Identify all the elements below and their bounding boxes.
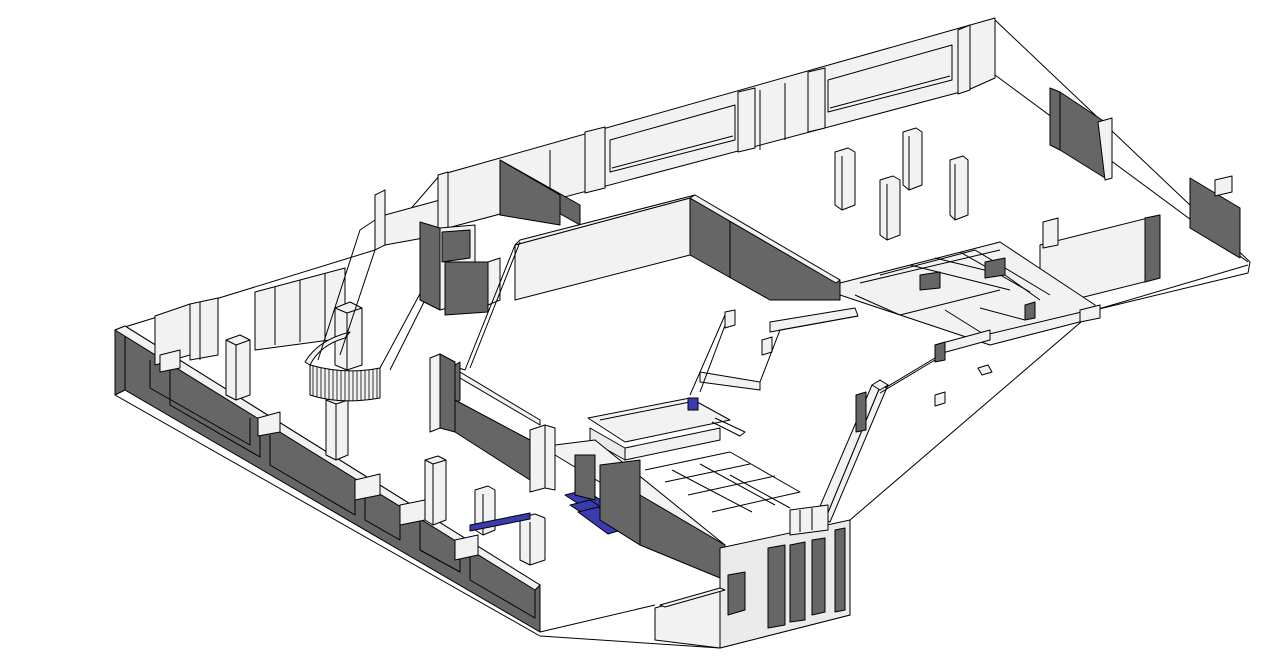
door-vestibule bbox=[419, 221, 501, 316]
wall-panels-right bbox=[1049, 87, 1241, 259]
columns-left bbox=[225, 301, 546, 566]
exterior-wall-back bbox=[437, 17, 996, 239]
basement-block bbox=[539, 439, 851, 649]
central-core-walls bbox=[429, 194, 841, 493]
columns-right bbox=[834, 127, 993, 407]
service-rooms-right bbox=[839, 214, 1161, 363]
floor-grid-marks bbox=[644, 451, 801, 513]
diagonal-ramp-right bbox=[789, 354, 941, 536]
central-steps bbox=[587, 397, 746, 461]
central-ramp bbox=[689, 307, 859, 396]
